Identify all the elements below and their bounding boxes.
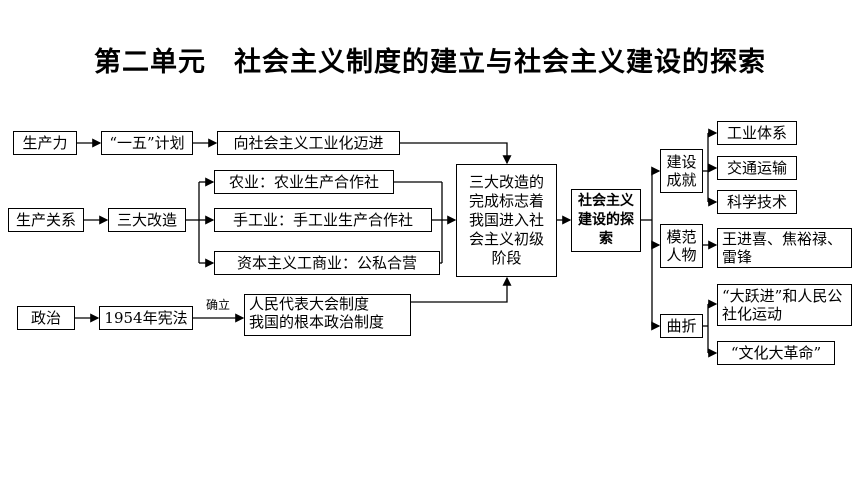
- node-science: 科学技术: [717, 190, 797, 214]
- node-transport: 交通运输: [717, 156, 797, 180]
- node-npc-system: 人民代表大会制度 我国的根本政治制度: [244, 294, 411, 336]
- node-industry-system: 工业体系: [717, 121, 797, 145]
- node-industrialization: 向社会主义工业化迈进: [217, 131, 400, 155]
- node-constitution-1954: 1954年宪法: [99, 306, 193, 330]
- node-agriculture: 农业：农业生产合作社: [214, 170, 394, 194]
- node-socialist-exploration: 社会主义建设的探索: [571, 189, 641, 252]
- node-cultural-revolution: “文化大革命”: [717, 341, 835, 365]
- node-five-year-plan: “一五”计划: [101, 131, 193, 155]
- npc-line-2: 我国的根本政治制度: [249, 313, 385, 331]
- node-production-relations: 生产关系: [8, 208, 84, 232]
- node-politics: 政治: [17, 306, 75, 330]
- node-handicraft: 手工业：手工业生产合作社: [214, 208, 432, 232]
- node-three-reforms: 三大改造: [108, 208, 186, 232]
- edge-label-establish: 确立: [206, 298, 231, 312]
- node-model-figures: 模范人物: [660, 224, 703, 268]
- node-model-names: 王进喜、焦裕禄、雷锋: [717, 228, 852, 268]
- node-productivity: 生产力: [13, 131, 77, 155]
- npc-line-1: 人民代表大会制度: [249, 295, 370, 313]
- node-setbacks: 曲折: [660, 314, 703, 338]
- node-achievements: 建设成就: [660, 149, 703, 193]
- node-great-leap: “大跃进”和人民公社化运动: [717, 284, 852, 326]
- page-title: 第二单元 社会主义制度的建立与社会主义建设的探索: [94, 47, 766, 78]
- node-capitalist-commerce: 资本主义工商业：公私合营: [214, 251, 440, 275]
- node-reform-completion: 三大改造的完成标志着我国进入社会主义初级阶段: [456, 164, 557, 277]
